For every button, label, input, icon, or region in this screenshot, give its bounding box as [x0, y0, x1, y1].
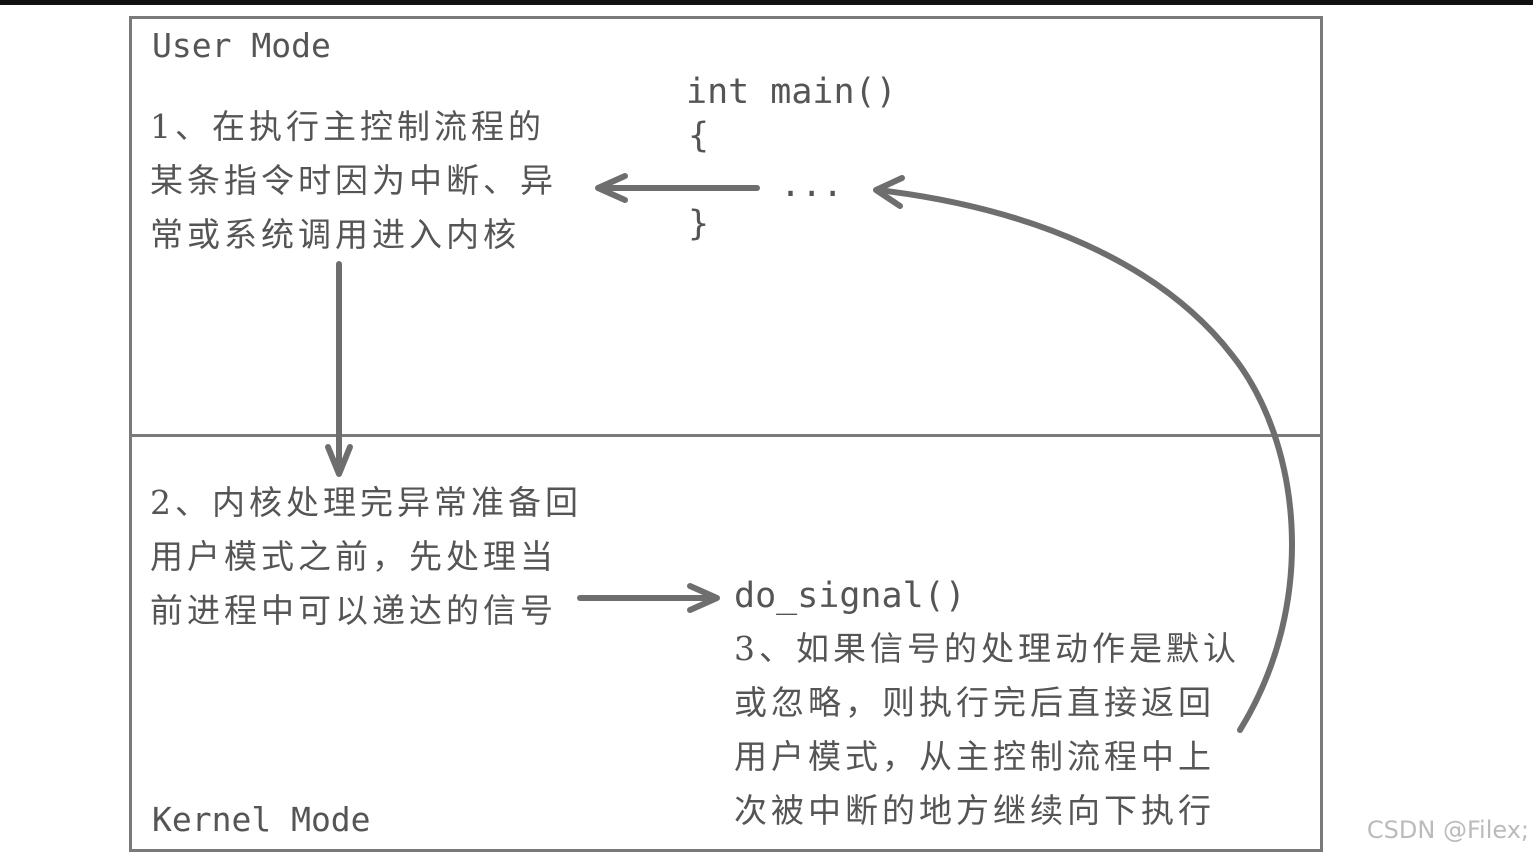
step1-description: 1、在执行主控制流程的 某条指令时因为中断、异 常或系统调用进入内核: [150, 107, 557, 254]
top-bar: [0, 0, 1533, 5]
kernel-mode-label: Kernel Mode: [152, 800, 371, 839]
step3-description: 3、如果信号的处理动作是默认 或忽略，则执行完后直接返回 用户模式，从主控制流程…: [734, 629, 1240, 830]
step2-description: 2、内核处理完异常准备回 用户模式之前，先处理当 前进程中可以递达的信号: [150, 483, 582, 630]
user-mode-label: User Mode: [152, 26, 331, 65]
code-open-brace: {: [688, 116, 710, 156]
mode-divider: [129, 434, 1323, 437]
code-close-brace: }: [688, 204, 710, 244]
code-ellipsis: ...: [780, 165, 844, 205]
watermark: CSDN @Filex;: [1366, 816, 1529, 844]
code-main-signature: int main(): [686, 72, 897, 112]
do-signal-call: do_signal(): [734, 576, 966, 616]
